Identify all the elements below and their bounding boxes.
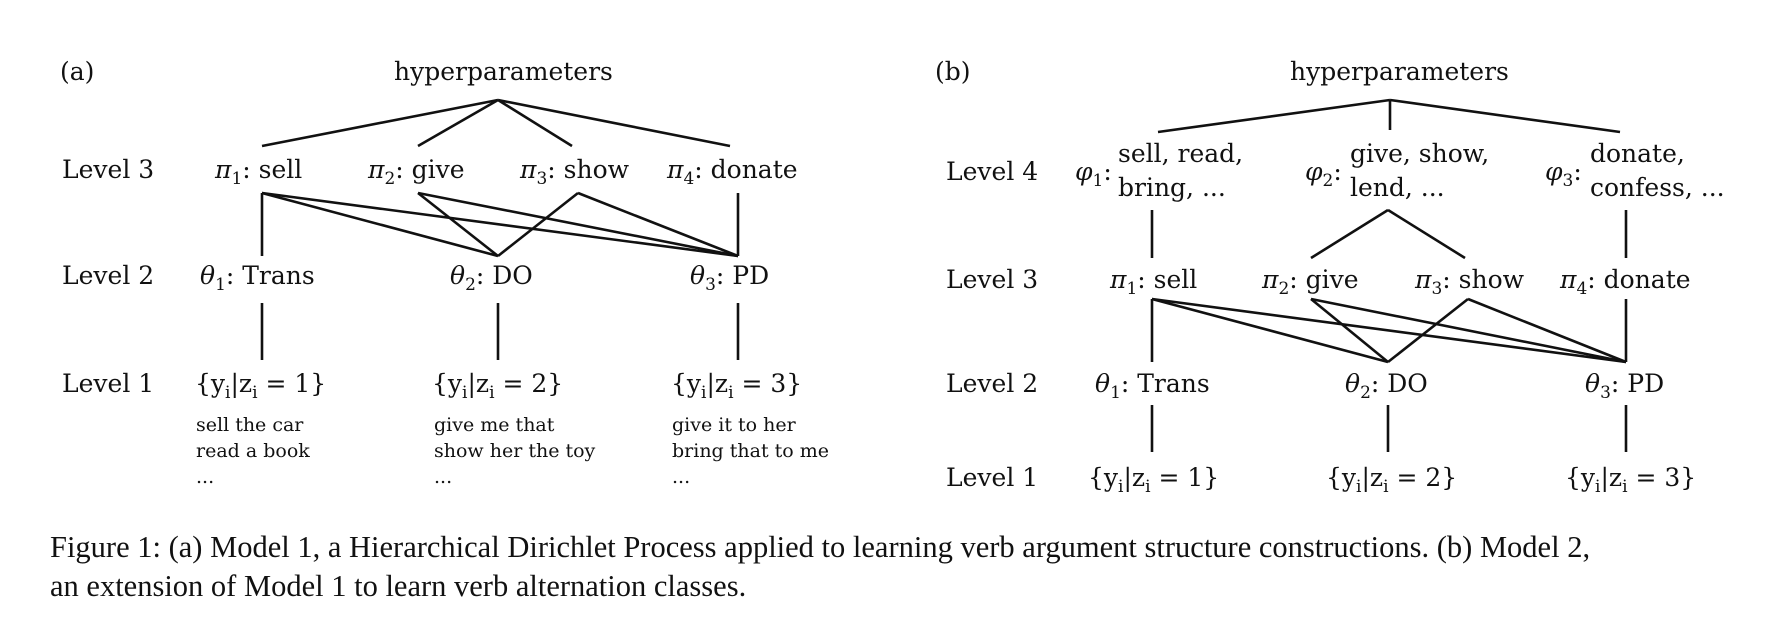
panel-a-example-3-1: give it to her (672, 414, 797, 436)
panel-b-class-phi1: φ1: sell, read, bring, ... (1075, 139, 1243, 202)
panel-b-verb-pi2: π2: give (1261, 265, 1359, 299)
panel-b-level1-label: Level 1 (946, 463, 1038, 492)
panel-a-cluster-1: {yi|zi = 1} (195, 369, 326, 403)
panel-b-level2-label: Level 2 (946, 369, 1038, 398)
edge-b-root-phi1 (1157, 98, 1391, 134)
edge-a-root-pi2 (417, 98, 499, 148)
edge-b-pi1-theta2 (1151, 297, 1389, 364)
figure-caption: Figure 1: (a) Model 1, a Hierarchical Di… (50, 528, 1730, 606)
panel-b-tag: (b) (935, 57, 971, 86)
panel-b-level4-label: Level 4 (946, 157, 1038, 186)
phi1-verbs-line1: sell, read, (1118, 139, 1243, 168)
panel-b-verb-pi3: π3: show (1414, 265, 1525, 299)
panel-a-verb-pi4: π4: donate (666, 155, 798, 189)
panel-a-construction-theta1: θ1: Trans (200, 261, 315, 295)
edge-b-pi1-theta3 (1151, 297, 1627, 364)
edge-a-pi2-theta3 (417, 191, 739, 258)
phi1-symbol: φ1: (1075, 157, 1112, 191)
panel-b-construction-theta2: θ2: DO (1345, 369, 1428, 403)
edge-a-root-pi3 (497, 98, 573, 148)
panel-a-edges (260, 98, 740, 360)
phi3-verbs-line2: confess, ... (1590, 173, 1725, 202)
edge-a-pi1-theta3 (261, 191, 739, 258)
edge-a-pi3-theta2 (497, 191, 579, 258)
phi1-verbs-line2: bring, ... (1118, 173, 1226, 202)
edge-b-pi3-theta2 (1387, 297, 1469, 364)
panel-a-example-1-1: sell the car (196, 414, 304, 436)
panel-b-verb-pi1: π1: sell (1109, 265, 1197, 299)
panel-b-level3-label: Level 3 (946, 265, 1038, 294)
panel-a-level3-label: Level 3 (62, 155, 154, 184)
edge-a-root-pi4 (497, 98, 731, 148)
panel-a-tag: (a) (60, 57, 94, 86)
panel-a-cluster-3: {yi|zi = 3} (671, 369, 802, 403)
edge-b-pi2-theta3 (1310, 297, 1627, 364)
panel-b-cluster-3: {yi|zi = 3} (1565, 463, 1696, 497)
phi3-symbol: φ3: (1545, 157, 1582, 191)
panel-b-edges (1150, 98, 1628, 452)
panel-a-example-1-3: ... (196, 466, 214, 488)
edge-a-pi3-theta3 (577, 191, 739, 258)
panel-a-cluster-2: {yi|zi = 2} (432, 369, 563, 403)
panel-a-example-1-2: read a book (196, 440, 310, 462)
panel-a-construction-theta2: θ2: DO (450, 261, 533, 295)
edge-b-phi2-pi3 (1387, 208, 1466, 260)
panel-b-construction-theta3: θ3: PD (1585, 369, 1664, 403)
phi2-symbol: φ2: (1305, 157, 1342, 191)
panel-a-root-hyperparameters: hyperparameters (394, 57, 613, 86)
panel-a-level2-label: Level 2 (62, 261, 154, 290)
panel-b-construction-theta1: θ1: Trans (1095, 369, 1210, 403)
edge-b-pi2-theta2 (1310, 297, 1389, 364)
phi2-verbs-line2: lend, ... (1350, 173, 1445, 202)
panel-a-verb-pi1: π1: sell (214, 155, 302, 189)
edge-a-root-pi1 (261, 98, 499, 148)
panel-b-class-phi3: φ3: donate, confess, ... (1545, 139, 1725, 202)
panel-a-example-2-2: show her the toy (434, 440, 596, 462)
panel-a-example-3-3: ... (672, 466, 690, 488)
panel-b-verb-pi4: π4: donate (1559, 265, 1691, 299)
caption-line-1: Figure 1: (a) Model 1, a Hierarchical Di… (50, 530, 1591, 564)
caption-line-2: an extension of Model 1 to learn verb al… (50, 569, 747, 603)
phi3-verbs-line1: donate, (1590, 139, 1685, 168)
panel-b-cluster-1: {yi|zi = 1} (1088, 463, 1219, 497)
panel-b-class-phi2: φ2: give, show, lend, ... (1305, 139, 1489, 202)
panel-a-level1-label: Level 1 (62, 369, 154, 398)
edge-b-phi2-pi2 (1310, 208, 1389, 260)
edge-a-pi1-theta2 (261, 191, 499, 258)
edge-a-pi2-theta2 (417, 191, 499, 258)
edge-b-pi3-theta3 (1467, 297, 1627, 364)
panel-a: (a) hyperparameters Level 3 Level 2 Leve… (60, 57, 829, 488)
phi2-verbs-line1: give, show, (1350, 139, 1489, 168)
panel-b-cluster-2: {yi|zi = 2} (1326, 463, 1457, 497)
panel-a-example-2-3: ... (434, 466, 452, 488)
panel-a-example-2-1: give me that (434, 414, 555, 436)
edge-b-root-phi3 (1389, 98, 1621, 134)
panel-a-verb-pi2: π2: give (367, 155, 465, 189)
panel-a-construction-theta3: θ3: PD (690, 261, 769, 295)
panel-b-root-hyperparameters: hyperparameters (1290, 57, 1509, 86)
panel-a-example-3-2: bring that to me (672, 440, 829, 462)
panel-b: (b) hyperparameters Level 4 Level 3 Leve… (935, 57, 1725, 497)
panel-a-verb-pi3: π3: show (519, 155, 630, 189)
